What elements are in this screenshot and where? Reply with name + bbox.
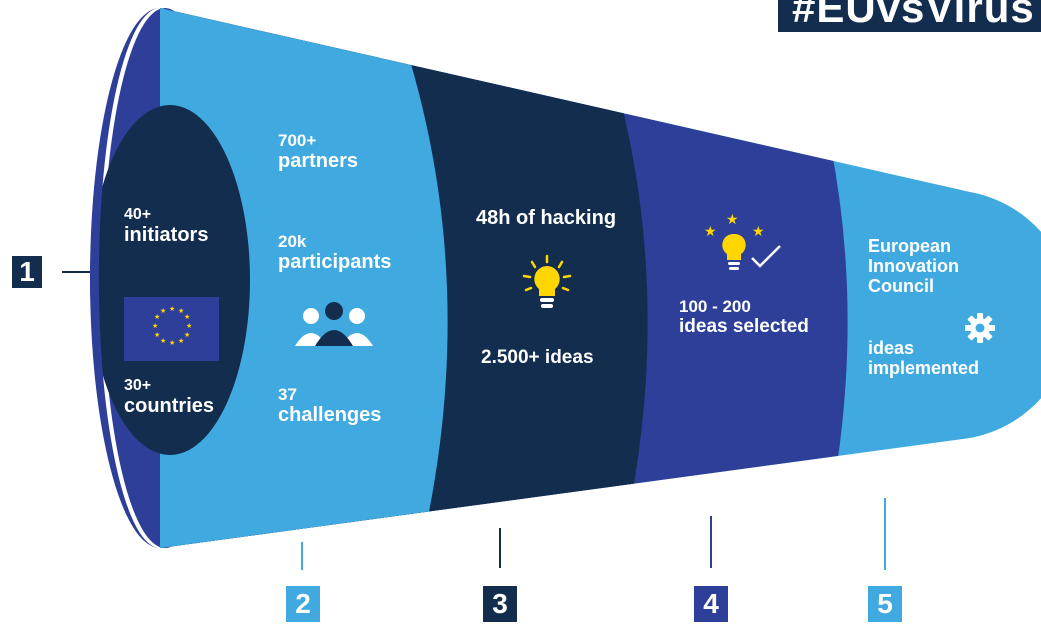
eu-flag-icon: ★★★ ★★★ ★★★ ★★★ [124, 297, 219, 361]
stage-4-selected: 100 - 200 ideas selected [679, 297, 809, 337]
stage-4-selected-count: 100 - 200 [679, 297, 751, 316]
stage-2-challenges-label: challenges [278, 404, 382, 427]
stage-5-implemented: ideas implemented [868, 338, 979, 378]
stage-2-tick [301, 542, 303, 570]
stage-1-countries-count: 30+ [124, 377, 152, 394]
stage-number-5: 5 [868, 586, 902, 622]
stage-2-participants: 20k participants [278, 232, 391, 273]
stage-1-countries: 30+ countries [124, 377, 214, 417]
stage-2-partners-count: 700+ [278, 131, 317, 150]
stage-5-eic-line-1: European [868, 236, 952, 256]
svg-text:★: ★ [726, 212, 739, 228]
svg-text:★: ★ [752, 224, 765, 240]
svg-text:★: ★ [186, 322, 192, 330]
stage-5-implemented-line-2: implemented [868, 358, 980, 379]
svg-text:★: ★ [154, 313, 160, 321]
stage-number-4: 4 [694, 586, 728, 622]
stage-3-ideas: 2.500+ ideas [481, 347, 594, 368]
stage-5-eic: European Innovation Council [868, 236, 959, 296]
stage-5-eic-line-2: Innovation [868, 256, 959, 277]
svg-text:★: ★ [160, 307, 166, 315]
stage-5-tick [884, 498, 886, 570]
svg-text:★: ★ [704, 224, 717, 240]
stage-2-partners-label: partners [278, 150, 359, 173]
stage-5-eic-line-3: Council [868, 276, 934, 297]
svg-text:★: ★ [184, 313, 190, 321]
svg-text:★: ★ [169, 339, 175, 347]
stage-2-partners: 700+ partners [278, 131, 358, 172]
svg-text:★: ★ [152, 322, 158, 330]
gear-icon [965, 313, 995, 343]
stage-5-implemented-line-1: ideas [868, 338, 915, 358]
people-group-icon [295, 302, 373, 346]
stage-1-initiators-count: 40+ [124, 206, 152, 223]
stage-2-challenges: 37 challenges [278, 385, 381, 426]
stage-3-hacking: 48h of hacking [476, 207, 617, 229]
hashtag-title: #EUvsVirus [792, 0, 1035, 31]
stage-1-initiators-label: initiators [124, 223, 209, 246]
svg-text:★: ★ [169, 305, 175, 313]
stage-3-tick [499, 528, 501, 568]
stage-4-tick [710, 516, 712, 568]
lightbulb-icon [522, 254, 572, 308]
eu-stars-icon: ★★★ ★★★ ★★★ ★★★ [152, 305, 192, 347]
hashtag-title-banner: #EUvsVirus [778, 0, 1041, 32]
stage-2-challenges-count: 37 [278, 385, 297, 404]
stage-4-selected-label: ideas selected [679, 316, 809, 338]
stage-number-2: 2 [286, 586, 320, 622]
svg-text:★: ★ [178, 307, 184, 315]
lightbulb-check-icon: ★ ★ ★ [704, 212, 781, 270]
stage-number-3: 3 [483, 586, 517, 622]
stage-1-countries-label: countries [124, 394, 215, 417]
svg-text:★: ★ [154, 331, 160, 339]
svg-text:★: ★ [160, 337, 166, 345]
stage-2-participants-count: 20k [278, 232, 307, 251]
stage-number-1: 1 [12, 256, 42, 288]
stage-2-participants-label: participants [278, 251, 392, 274]
svg-text:★: ★ [178, 337, 184, 345]
section-1-band [90, 105, 250, 455]
stage-1-initiators: 40+ initiators [124, 206, 208, 246]
svg-text:★: ★ [184, 331, 190, 339]
